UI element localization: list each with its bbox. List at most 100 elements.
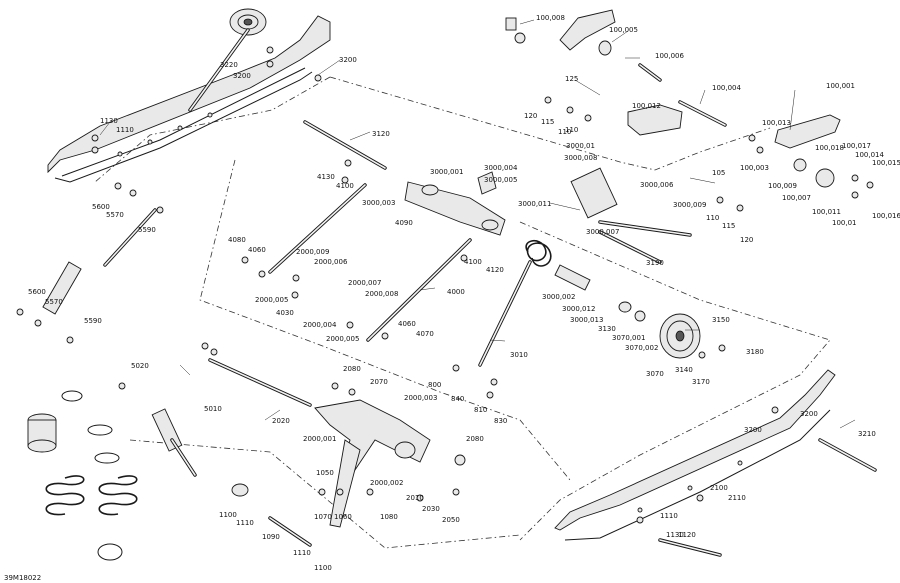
callout: 3170 [692,378,710,386]
callout: 5010 [204,405,222,413]
callout: 100,008 [536,14,565,22]
callout: 2000,001 [303,435,336,443]
callout: 1080 [380,513,398,521]
callout: 2080 [343,365,361,373]
callout: 100,014 [855,151,884,159]
callout: 100,011 [812,208,841,216]
callout: 4080 [228,236,246,244]
callout: 120 [524,112,537,120]
callout: 5570 [106,211,124,219]
callout: 3200 [744,426,762,434]
front-shock-absorber [42,208,157,315]
callout: 3220 [220,61,238,69]
callout: 100,004 [712,84,741,92]
callout: 100,009 [768,182,797,190]
callout: 1050 [316,469,334,477]
callout: 2010 [406,494,424,502]
callout: 5590 [138,226,156,234]
callout: 5600 [92,203,110,211]
callout: 2000,007 [348,279,381,287]
callout: 4030 [276,309,294,317]
callout: 2000,004 [303,321,337,329]
figure-code: 39M18022 [4,574,41,582]
callout: 4120 [486,266,504,274]
callout: 100,001 [826,82,855,90]
callout: 3200 [233,72,251,80]
left-slide-rail [47,15,331,183]
callout: 1110 [293,549,311,557]
callout: 1100 [219,511,237,519]
callout: 4070 [416,330,434,338]
callout: 5590 [84,317,102,325]
callout: 3010 [510,351,528,359]
callout: 3070 [646,370,664,378]
callout: 3000,007 [586,228,619,236]
callout: 3120 [372,130,390,138]
idler-wheel [618,301,701,359]
callout: 105 [712,169,725,177]
callout: 3000,001 [430,168,463,176]
callout: 4100 [336,182,354,190]
callout: 3000,012 [562,305,595,313]
callout: 3000,008 [564,154,597,162]
callout: 100,007 [782,194,811,202]
callout: 1060 [334,513,352,521]
callout: 3070,002 [625,344,658,352]
front-arm-assembly [404,167,618,236]
callout: 100,018 [815,144,844,152]
callout: 3200 [339,56,357,64]
rear-arm-assembly [231,399,466,528]
callout: 1110 [660,512,678,520]
cross-shafts [208,63,877,557]
callout: 830 [494,417,507,425]
callout: 115 [541,118,554,126]
callout: 3070,001 [612,334,645,342]
callout: 2000,009 [296,248,329,256]
callout: 1110 [236,519,254,527]
callout: 100,013 [762,119,791,127]
callout: 5020 [131,362,149,370]
callout: 810 [474,406,487,414]
callout: 5570 [45,298,63,306]
callout: 100,016 [872,212,900,220]
callout: 2020 [272,417,290,425]
callout: 4130 [317,173,335,181]
rear-bracket-assembly [505,9,841,188]
callout: 2000,006 [314,258,348,266]
assembly-boundary-right [519,221,831,541]
callout: 3000,003 [362,199,395,207]
callout: 1070 [314,513,332,521]
callout: 2000,002 [370,479,403,487]
callout: 4060 [248,246,266,254]
callout: 3000,004 [484,164,518,172]
torsion-spring [478,240,591,367]
callout: 100,012 [632,102,661,110]
callout: 3180 [746,348,764,356]
callout: 3200 [800,410,818,418]
callout: 4000 [447,288,465,296]
callout: 2000,003 [404,394,437,402]
callout: 2000,008 [365,290,398,298]
assembly-boundary-upper [329,76,771,171]
idler-reel [188,8,267,112]
callout: 3000,01 [566,142,595,150]
callout: 3000,006 [640,181,674,189]
callout: 2070 [370,378,388,386]
assembly-boundary-lower [129,439,521,549]
callout: 100,003 [740,164,769,172]
callout: 2050 [442,516,460,524]
callout: 2080 [466,435,484,443]
callout: 100,01 [832,219,857,227]
callout: 2030 [422,505,440,513]
rear-shock-absorber [27,390,197,561]
right-slide-rail [554,369,836,541]
callout: 3190 [646,259,664,267]
callout: 3000,005 [484,176,517,184]
callout-leaders [99,19,856,429]
callout: 110 [706,214,719,222]
callout: 120 [740,236,753,244]
callout: 100,015 [872,159,900,167]
callout: 3000,009 [673,201,706,209]
